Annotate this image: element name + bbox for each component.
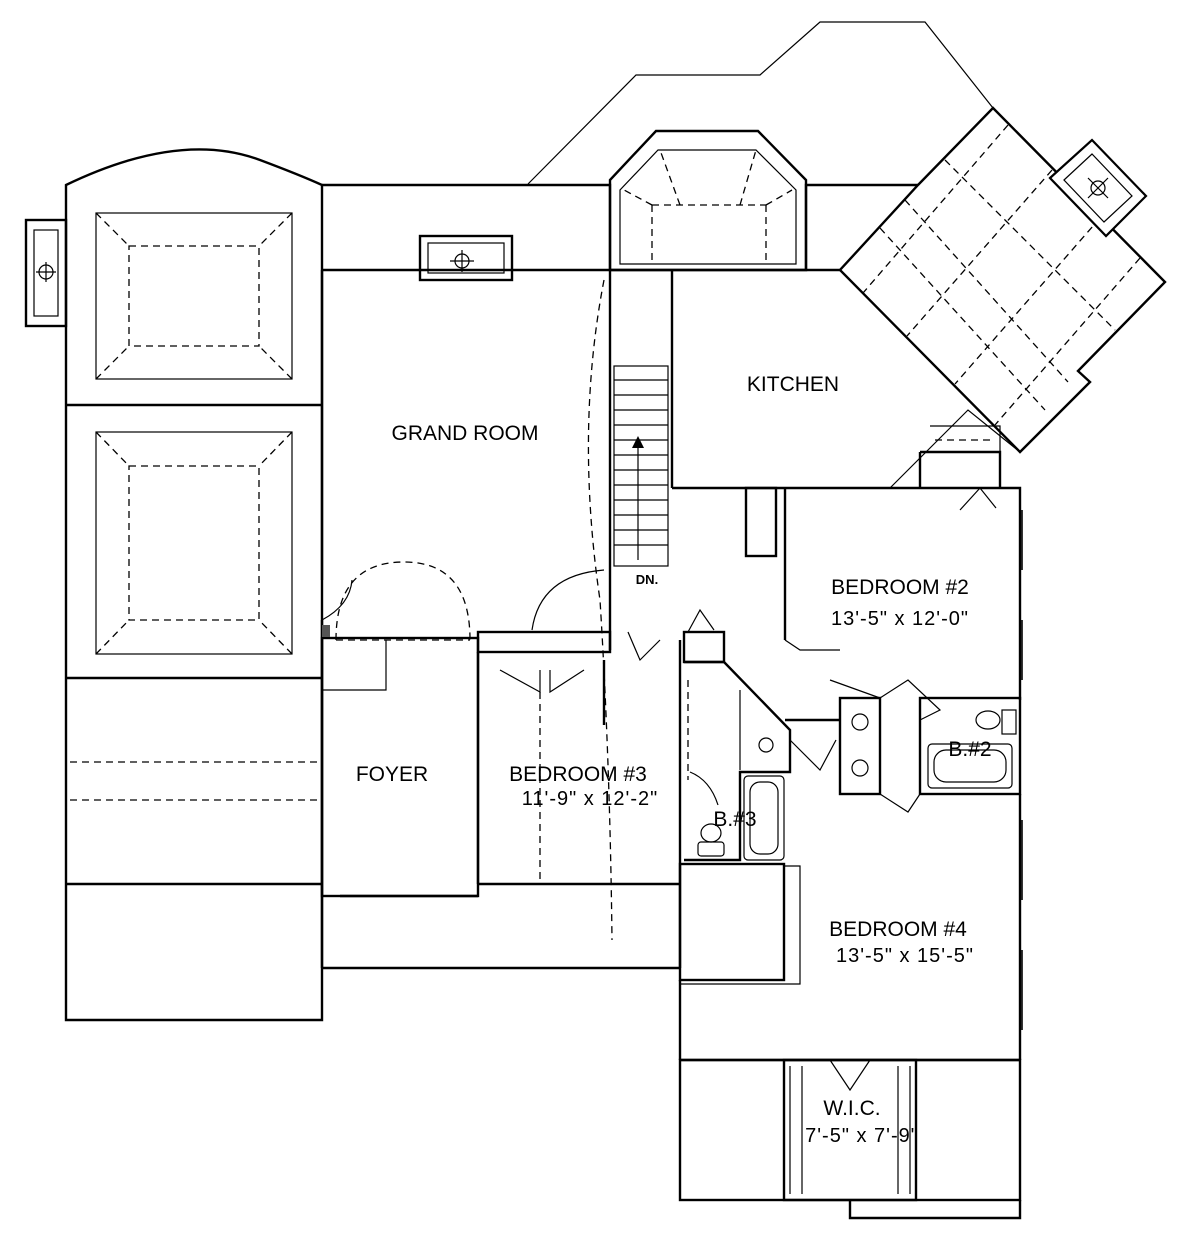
closet-storage — [678, 862, 801, 985]
kitchen-label: KITCHEN — [747, 373, 839, 396]
bedroom-2-walls — [744, 409, 1022, 700]
bedroom-2-label: BEDROOM #2 — [831, 576, 969, 599]
chimney-center — [418, 234, 514, 282]
grand-room-label: GRAND ROOM — [392, 422, 539, 445]
roof-outline — [527, 21, 994, 185]
chimney-porch — [1048, 138, 1148, 238]
bath-2-label: B.#2 — [948, 738, 991, 761]
bedroom-3-size: 11'-9" x 12'-2" — [522, 788, 659, 810]
bath-3-label: B.#3 — [713, 808, 756, 831]
foyer-label: FOYER — [356, 763, 428, 786]
exterior-walls — [320, 183, 918, 970]
stair-down-label: DN. — [636, 572, 658, 587]
bedroom-4-walls — [678, 718, 1022, 1062]
bedroom-2-size: 13'-5" x 12'-0" — [831, 608, 969, 630]
bath-3 — [627, 608, 792, 862]
walk-in-closet — [678, 1058, 1022, 1220]
bay-window — [608, 129, 808, 272]
wic-label: W.I.C. — [823, 1097, 880, 1120]
foyer — [320, 561, 480, 898]
bedroom-4-label: BEDROOM #4 — [829, 918, 967, 941]
stair — [613, 365, 669, 567]
coffered-ceiling-upper — [95, 212, 293, 380]
wic-size: 7'-5" x 7'-9" — [805, 1125, 919, 1147]
bath-2 — [829, 679, 1022, 813]
bedroom-4-size: 13'-5" x 15'-5" — [836, 945, 974, 967]
left-wing — [24, 148, 324, 1022]
chimney-left — [24, 218, 68, 328]
coffered-ceiling-lower — [95, 431, 293, 655]
stair-and-walls — [587, 270, 785, 941]
angled-porch — [838, 106, 1167, 454]
bedroom-3-label: BEDROOM #3 — [509, 763, 647, 786]
